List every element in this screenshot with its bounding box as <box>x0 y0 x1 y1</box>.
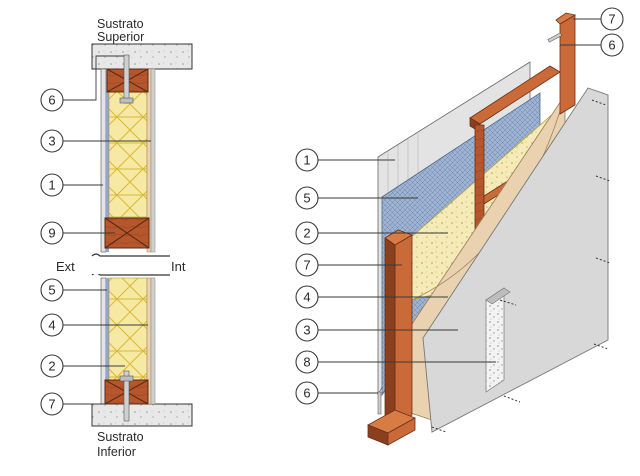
svg-text:7: 7 <box>303 258 310 273</box>
iso-callout-1: 1 <box>295 148 395 172</box>
svg-text:8: 8 <box>303 355 310 370</box>
gypsum-layer-upper <box>150 68 156 253</box>
section-callout-3: 3 <box>40 129 151 153</box>
top-substrate-label-line2: Superior <box>97 30 144 44</box>
iso-callout-2: 2 <box>295 221 448 245</box>
iso-callout-3: 3 <box>295 318 458 342</box>
iso-callout-4: 4 <box>295 285 448 309</box>
svg-text:3: 3 <box>48 134 55 149</box>
bottom-anchor-bolt-iso <box>377 391 382 415</box>
svg-text:1: 1 <box>48 178 55 193</box>
top-substrate-slab <box>91 43 193 70</box>
gypsum-layer-lower <box>150 277 156 405</box>
top-anchor-bolt-iso <box>547 32 562 43</box>
svg-text:9: 9 <box>48 226 55 241</box>
svg-text:7: 7 <box>608 12 615 27</box>
insulation-lower <box>108 277 148 381</box>
svg-text:7: 7 <box>48 397 55 412</box>
svg-text:6: 6 <box>608 38 615 53</box>
insulation-upper <box>108 91 148 218</box>
section-callout-7: 7 <box>40 392 110 416</box>
bottom-substrate-label-line1: Sustrato <box>97 430 144 444</box>
svg-text:5: 5 <box>48 283 55 298</box>
svg-text:1: 1 <box>303 153 310 168</box>
gypsum-board <box>422 87 609 433</box>
svg-text:6: 6 <box>303 386 310 401</box>
membrane-layer-upper <box>106 69 109 252</box>
iso-callout-6-top: 6 <box>560 33 624 57</box>
right-column <box>559 14 576 115</box>
svg-text:2: 2 <box>303 226 310 241</box>
membrane-layer-lower <box>106 278 109 404</box>
iso-callout-7-top: 7 <box>573 7 624 31</box>
iso-callout-5: 5 <box>295 186 418 210</box>
section-callout-9: 9 <box>40 221 115 245</box>
section-callout-5: 5 <box>40 278 107 302</box>
svg-text:5: 5 <box>303 191 310 206</box>
svg-text:4: 4 <box>48 318 55 333</box>
svg-text:4: 4 <box>303 290 310 305</box>
iso-callout-6: 6 <box>295 381 378 405</box>
isometric-wall: 1 5 2 7 4 3 8 <box>295 7 624 446</box>
svg-text:6: 6 <box>48 93 55 108</box>
svg-text:3: 3 <box>303 323 310 338</box>
iso-callout-8: 8 <box>295 350 496 374</box>
bottom-substrate-slab <box>91 403 193 427</box>
section-callout-1: 1 <box>40 173 103 197</box>
section-callout-6: 6 <box>40 55 124 112</box>
section-callout-2: 2 <box>40 354 125 378</box>
top-substrate-label-line1: Sustrato <box>97 17 144 31</box>
iso-callout-7: 7 <box>295 253 402 277</box>
section-callout-4: 4 <box>40 313 148 337</box>
screw-marks <box>431 99 611 433</box>
interior-label: Int <box>171 259 186 274</box>
bottom-anchor-bolt <box>123 370 130 422</box>
section-break-line-top <box>91 253 170 257</box>
svg-text:2: 2 <box>48 359 55 374</box>
wall-section: Sustrato Superior Sustrato Inferior Ext … <box>40 17 193 459</box>
exterior-label: Ext <box>56 259 75 274</box>
top-anchor-bolt <box>123 54 130 104</box>
cellular-core <box>485 287 505 393</box>
bottom-substrate-label-line2: Inferior <box>97 445 136 459</box>
